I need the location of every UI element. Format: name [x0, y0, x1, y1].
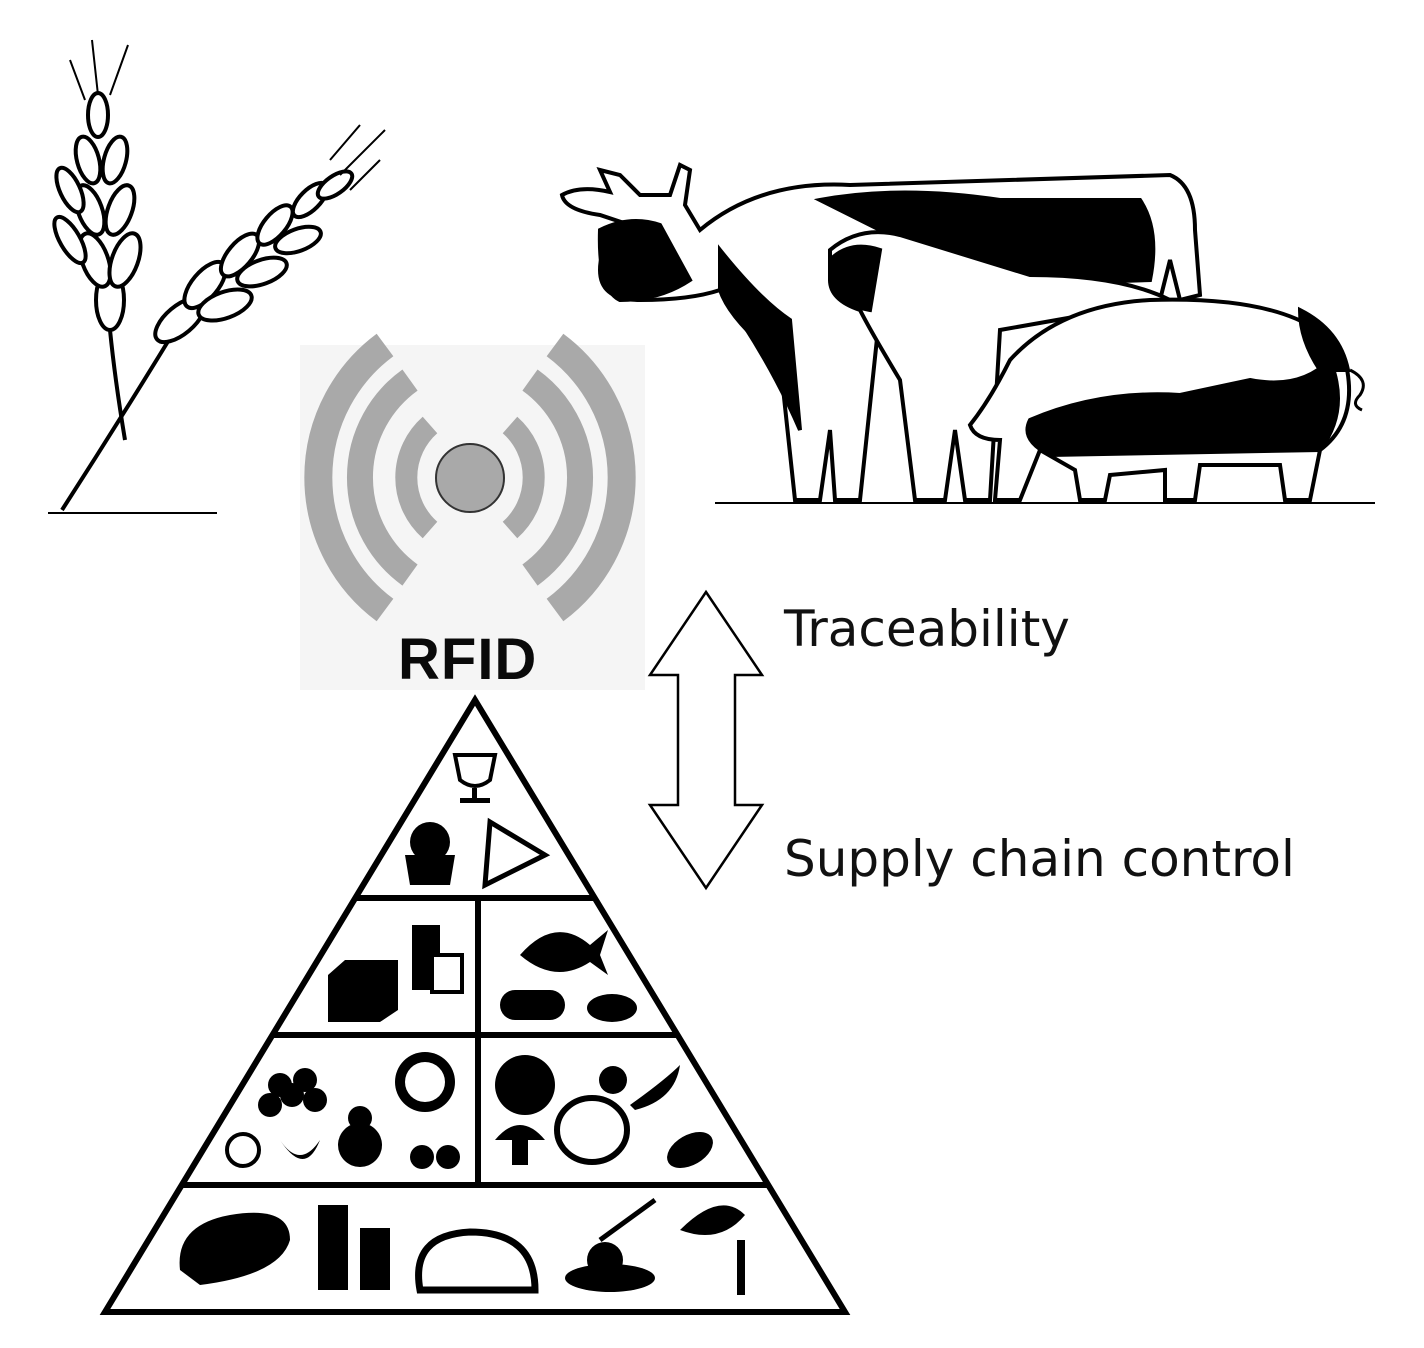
cherries-icon: [410, 1145, 460, 1169]
pizza-slice-icon: [482, 817, 551, 890]
eggplant-icon: [667, 1131, 713, 1169]
cheese-icon: [328, 960, 398, 1022]
peapod-icon: [630, 1065, 680, 1110]
lemon-icon: [395, 1052, 455, 1112]
tomato-icon: [495, 1055, 555, 1115]
pasta-fork-icon: [680, 1205, 745, 1295]
food-pyramid: [99, 694, 851, 1315]
rfid-signal-icon: [304, 333, 636, 622]
supply-chain-control-label: Supply chain control: [784, 830, 1295, 888]
apple-icon: [225, 1132, 261, 1168]
beet-icon: [599, 1066, 627, 1094]
onion-icon: [554, 1095, 630, 1165]
traceability-label: Traceability: [784, 600, 1070, 658]
mushroom-icon: [495, 1125, 545, 1165]
milk-icon: [412, 925, 464, 994]
pear-icon: [338, 1106, 382, 1167]
double-arrow-icon: [647, 589, 765, 891]
wine-glass-icon: [452, 753, 498, 803]
wheat-icon: [48, 39, 386, 514]
grain-icon: [318, 1205, 390, 1290]
bread-loaf-icon: [179, 1212, 290, 1285]
sausage-icon: [500, 990, 565, 1020]
baked-bread-icon: [415, 1228, 539, 1294]
cupcake-icon: [405, 822, 455, 885]
banana-icon: [280, 1140, 320, 1159]
pasta-plate-icon: [565, 1197, 657, 1292]
livestock-icon: [559, 162, 1375, 504]
rfid-label: RFID: [398, 627, 538, 692]
grapes-icon: [258, 1068, 327, 1117]
steak-icon: [587, 994, 637, 1022]
fish-icon: [520, 930, 608, 975]
